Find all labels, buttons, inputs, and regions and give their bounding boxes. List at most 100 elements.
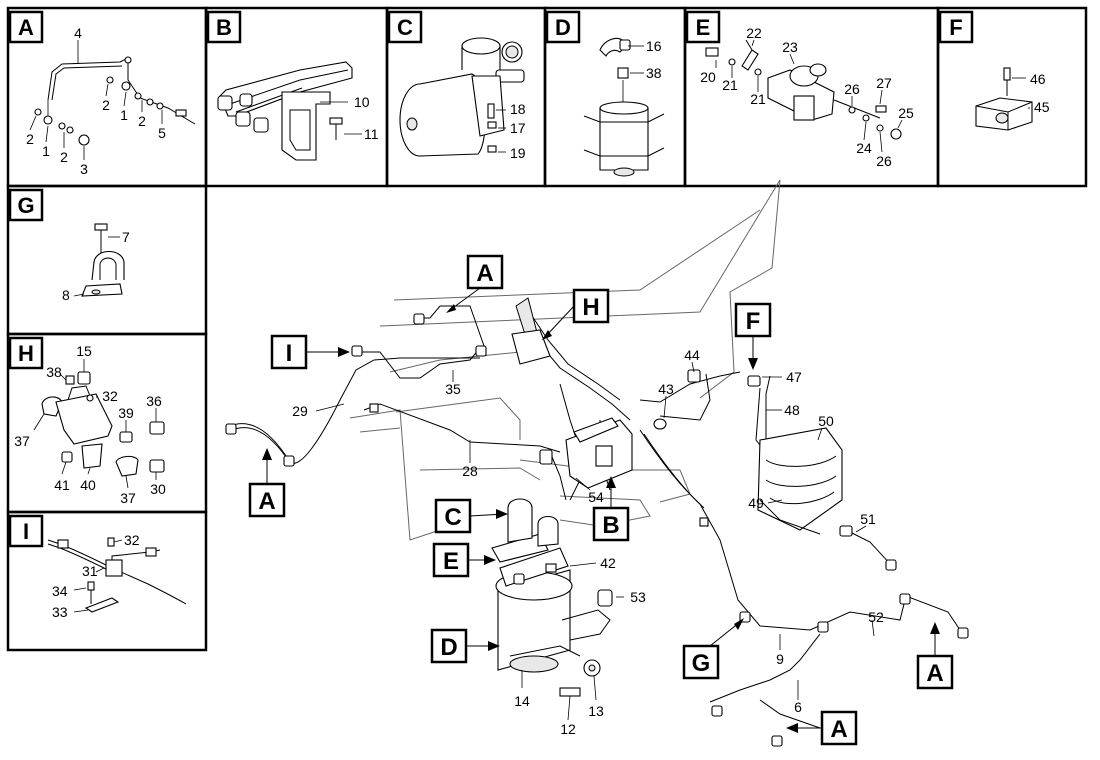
svg-text:I: I (23, 519, 29, 544)
callout-g: G (682, 618, 744, 680)
callout-a-right: A (916, 622, 954, 690)
callout-a-top: A (446, 254, 504, 313)
svg-text:23: 23 (782, 39, 798, 55)
svg-text:25: 25 (898, 105, 914, 121)
svg-text:7: 7 (122, 229, 130, 245)
panel-h-header: H (8, 336, 44, 370)
svg-text:A: A (18, 15, 34, 40)
svg-text:32: 32 (102, 388, 118, 404)
svg-text:52: 52 (868, 609, 884, 625)
svg-text:37: 37 (120, 490, 136, 506)
svg-text:31: 31 (82, 563, 98, 579)
svg-text:38: 38 (46, 364, 62, 380)
svg-text:E: E (696, 15, 711, 40)
svg-text:45: 45 (1034, 99, 1050, 115)
svg-text:16: 16 (646, 38, 662, 54)
svg-text:8: 8 (62, 287, 70, 303)
panel-b-header: B (206, 10, 242, 44)
svg-text:5: 5 (158, 125, 166, 141)
svg-text:47: 47 (786, 369, 802, 385)
svg-text:2: 2 (60, 149, 68, 165)
svg-text:C: C (444, 504, 461, 531)
svg-text:H: H (18, 341, 34, 366)
svg-text:50: 50 (818, 413, 834, 429)
callout-f: F (734, 302, 772, 370)
svg-text:2: 2 (138, 113, 146, 129)
svg-text:17: 17 (510, 120, 526, 136)
svg-text:A: A (830, 716, 847, 743)
svg-text:A: A (476, 260, 493, 287)
svg-text:20: 20 (700, 69, 716, 85)
svg-text:A: A (258, 488, 275, 515)
svg-text:F: F (746, 308, 761, 335)
callout-a-left: A (248, 448, 286, 518)
svg-text:32: 32 (124, 532, 140, 548)
svg-text:54: 54 (588, 489, 604, 505)
panel-f-drawing: 46 45 (975, 67, 1050, 131)
svg-text:H: H (582, 294, 599, 321)
svg-text:15: 15 (76, 343, 92, 359)
svg-text:37: 37 (14, 433, 30, 449)
svg-text:19: 19 (510, 145, 526, 161)
svg-text:34: 34 (52, 583, 68, 599)
svg-text:B: B (216, 15, 232, 40)
svg-text:42: 42 (600, 555, 616, 571)
svg-text:11: 11 (364, 126, 379, 142)
svg-text:33: 33 (52, 604, 68, 620)
svg-text:G: G (692, 650, 711, 677)
callout-c: C (434, 498, 508, 534)
svg-text:14: 14 (514, 693, 530, 709)
panel-d-header: D (545, 10, 581, 44)
callout-i: I (270, 334, 350, 370)
svg-text:10: 10 (354, 94, 370, 110)
svg-text:26: 26 (844, 81, 860, 97)
svg-text:D: D (555, 15, 571, 40)
svg-text:40: 40 (80, 477, 96, 493)
svg-text:18: 18 (510, 101, 526, 117)
svg-text:3: 3 (80, 161, 88, 177)
svg-text:30: 30 (150, 481, 166, 497)
svg-text:48: 48 (784, 402, 800, 418)
svg-text:1: 1 (42, 143, 50, 159)
panel-a-header: A (8, 10, 44, 44)
main-leader-lines (315, 361, 875, 721)
svg-text:12: 12 (560, 721, 576, 737)
svg-text:F: F (949, 15, 962, 40)
panel-i-header: I (8, 514, 44, 548)
svg-text:B: B (602, 512, 619, 539)
svg-text:46: 46 (1030, 71, 1046, 87)
svg-text:21: 21 (750, 91, 766, 107)
svg-text:49: 49 (748, 495, 764, 511)
svg-text:35: 35 (445, 381, 461, 397)
svg-text:27: 27 (876, 75, 892, 91)
callout-h: H (542, 288, 610, 340)
panel-g-header: G (8, 188, 44, 222)
svg-text:2: 2 (26, 131, 34, 147)
panel-f-header: F (938, 10, 974, 44)
svg-text:E: E (443, 548, 459, 575)
main-part-numbers: 35 29 28 44 47 43 48 50 54 49 51 42 53 5… (292, 347, 884, 737)
svg-text:G: G (17, 193, 34, 218)
svg-text:29: 29 (292, 403, 308, 419)
panel-i-drawing: 32 31 34 33 (47, 532, 187, 620)
svg-text:D: D (440, 634, 457, 661)
svg-text:51: 51 (860, 511, 876, 527)
panel-e-drawing: 22 23 20 21 21 26 27 25 24 26 (700, 25, 914, 169)
panel-c-header: C (387, 10, 423, 44)
svg-text:39: 39 (118, 405, 134, 421)
svg-text:22: 22 (746, 25, 762, 41)
panel-b-drawing: 10 11 (217, 61, 379, 161)
panel-frames (6, 6, 1088, 652)
svg-text:9: 9 (776, 651, 784, 667)
svg-text:36: 36 (146, 393, 162, 409)
callout-b: B (592, 476, 630, 542)
svg-text:28: 28 (462, 463, 478, 479)
svg-text:44: 44 (684, 347, 700, 363)
svg-text:38: 38 (646, 65, 662, 81)
svg-text:I: I (286, 340, 293, 367)
panel-a-drawing: 4 2 1 2 5 2 1 2 3 (26, 25, 196, 177)
svg-text:2: 2 (102, 97, 110, 113)
main-components (225, 297, 969, 747)
svg-text:43: 43 (658, 381, 674, 397)
